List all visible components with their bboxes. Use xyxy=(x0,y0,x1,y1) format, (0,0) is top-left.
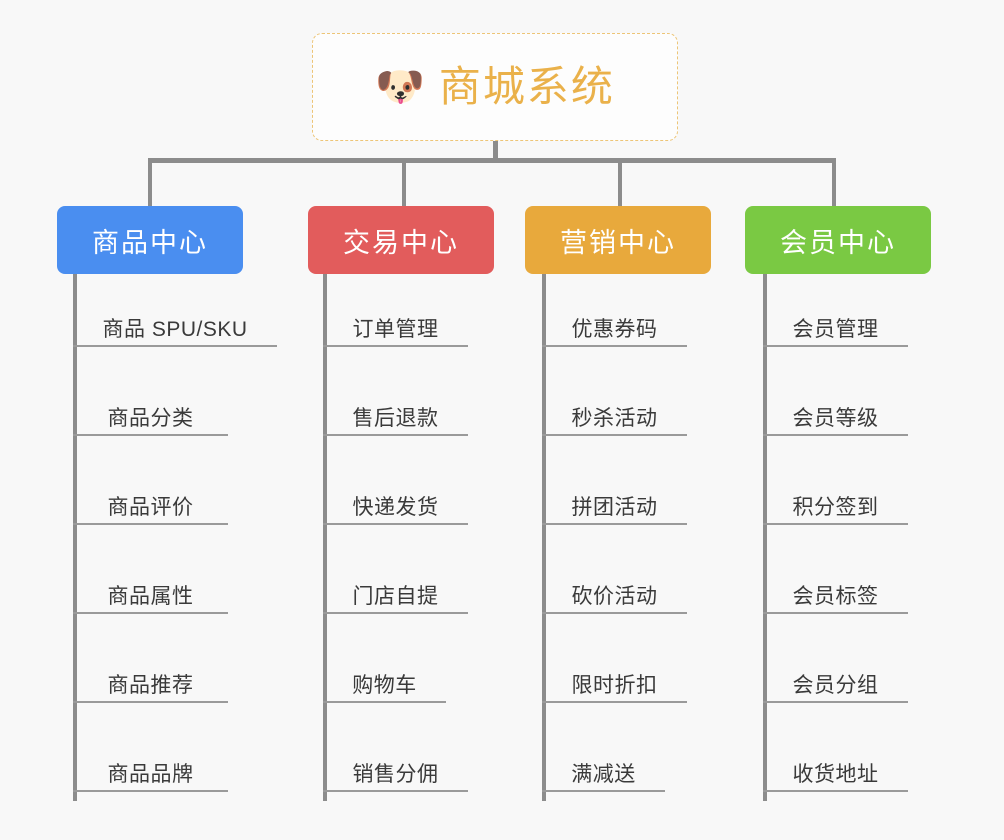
leaf-label: 销售分佣 xyxy=(352,762,439,786)
leaf-item[interactable]: 订单管理 xyxy=(323,307,468,347)
leaf-label: 拼团活动 xyxy=(571,495,658,519)
root-node[interactable]: 🐶 商城系统 xyxy=(312,33,678,141)
root-title: 商城系统 xyxy=(438,63,615,110)
leaf-label: 快递发货 xyxy=(352,495,439,519)
leaf-item[interactable]: 购物车 xyxy=(323,663,446,703)
leaf-item[interactable]: 优惠券码 xyxy=(542,307,687,347)
leaf-label: 会员分组 xyxy=(792,673,879,697)
trunk-line-col-2 xyxy=(542,274,546,801)
dog-face-icon: 🐶 xyxy=(375,65,425,109)
leaf-label: 商品品牌 xyxy=(107,762,194,786)
leaf-item[interactable]: 门店自提 xyxy=(323,574,468,614)
column-header-marketing-center[interactable]: 营销中心 xyxy=(525,206,711,274)
drop-line-col-0 xyxy=(148,158,152,208)
leaf-item[interactable]: 商品 SPU/SKU xyxy=(73,307,277,347)
leaf-item[interactable]: 商品评价 xyxy=(73,485,228,525)
leaf-item[interactable]: 商品推荐 xyxy=(73,663,228,703)
leaf-item[interactable]: 会员管理 xyxy=(763,307,908,347)
leaf-label: 商品 SPU/SKU xyxy=(102,317,248,341)
leaf-label: 门店自提 xyxy=(352,584,439,608)
leaf-label: 商品分类 xyxy=(107,406,194,430)
drop-line-col-2 xyxy=(618,158,622,208)
column-header-label: 会员中心 xyxy=(780,227,896,258)
leaf-label: 订单管理 xyxy=(352,317,439,341)
leaf-label: 收货地址 xyxy=(792,762,879,786)
leaf-item[interactable]: 商品属性 xyxy=(73,574,228,614)
leaf-label: 限时折扣 xyxy=(571,673,658,697)
leaf-item[interactable]: 满减送 xyxy=(542,752,665,792)
leaf-label: 优惠券码 xyxy=(571,317,658,341)
leaf-item[interactable]: 商品品牌 xyxy=(73,752,228,792)
leaf-label: 商品评价 xyxy=(107,495,194,519)
leaf-label: 商品推荐 xyxy=(107,673,194,697)
leaf-item[interactable]: 秒杀活动 xyxy=(542,396,687,436)
leaf-item[interactable]: 砍价活动 xyxy=(542,574,687,614)
leaf-item[interactable]: 销售分佣 xyxy=(323,752,468,792)
leaf-label: 售后退款 xyxy=(352,406,439,430)
leaf-item[interactable]: 积分签到 xyxy=(763,485,908,525)
leaf-item[interactable]: 会员标签 xyxy=(763,574,908,614)
leaf-label: 商品属性 xyxy=(107,584,194,608)
leaf-item[interactable]: 快递发货 xyxy=(323,485,468,525)
leaf-item[interactable]: 拼团活动 xyxy=(542,485,687,525)
column-header-product-center[interactable]: 商品中心 xyxy=(57,206,243,274)
leaf-label: 会员管理 xyxy=(792,317,879,341)
leaf-label: 积分签到 xyxy=(792,495,879,519)
trunk-line-col-1 xyxy=(323,274,327,801)
connector-bus-line xyxy=(148,158,836,163)
leaf-label: 满减送 xyxy=(571,762,636,786)
leaf-label: 会员标签 xyxy=(792,584,879,608)
leaf-label: 购物车 xyxy=(352,673,417,697)
leaf-item[interactable]: 商品分类 xyxy=(73,396,228,436)
column-header-label: 交易中心 xyxy=(343,227,459,258)
column-header-member-center[interactable]: 会员中心 xyxy=(745,206,931,274)
column-header-trade-center[interactable]: 交易中心 xyxy=(308,206,494,274)
leaf-label: 会员等级 xyxy=(792,406,879,430)
leaf-item[interactable]: 限时折扣 xyxy=(542,663,687,703)
leaf-item[interactable]: 售后退款 xyxy=(323,396,468,436)
leaf-label: 秒杀活动 xyxy=(571,406,658,430)
column-header-label: 商品中心 xyxy=(92,227,208,258)
trunk-line-col-0 xyxy=(73,274,77,801)
drop-line-col-3 xyxy=(832,158,836,208)
leaf-item[interactable]: 会员等级 xyxy=(763,396,908,436)
leaf-label: 砍价活动 xyxy=(571,584,658,608)
leaf-item[interactable]: 收货地址 xyxy=(763,752,908,792)
drop-line-col-1 xyxy=(402,158,406,208)
trunk-line-col-3 xyxy=(763,274,767,801)
root-stem-line xyxy=(493,141,498,162)
column-header-label: 营销中心 xyxy=(560,227,676,258)
leaf-item[interactable]: 会员分组 xyxy=(763,663,908,703)
